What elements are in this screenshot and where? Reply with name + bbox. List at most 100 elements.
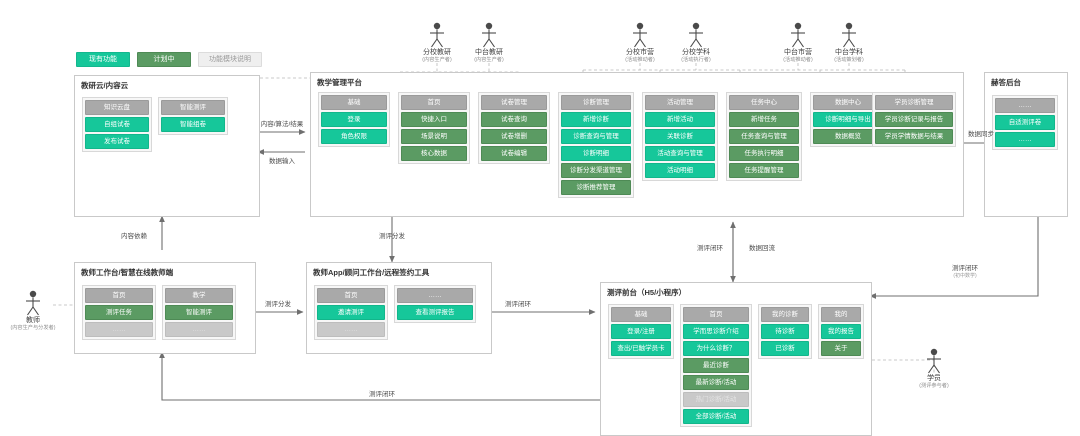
- module-group-activity-mgmt: 活动管理 新增活动 关联诊断 活动查询与管理 活动明细: [642, 92, 718, 181]
- module-item[interactable]: 关联诊断: [645, 129, 715, 144]
- module-item[interactable]: 关于: [821, 341, 861, 356]
- actor-icon: [842, 22, 856, 48]
- system-title: 教学管理平台: [317, 78, 362, 87]
- actor-icon: [633, 22, 647, 48]
- module-item[interactable]: 为什么诊断？: [683, 341, 749, 356]
- module-header: 学员诊断管理: [875, 95, 953, 110]
- module-group-task-center: 任务中心 新增任务 任务查询与管理 任务执行明细 任务提醒管理: [726, 92, 802, 181]
- module-item[interactable]: 试卷查询: [481, 112, 547, 127]
- module-item[interactable]: 任务查询与管理: [729, 129, 799, 144]
- module-item[interactable]: 最近诊断: [683, 358, 749, 373]
- module-item[interactable]: 活动查询与管理: [645, 146, 715, 161]
- module-item[interactable]: 邀请测评: [317, 305, 385, 320]
- actor-name: 学员: [927, 375, 941, 382]
- module-item[interactable]: 智能测评: [165, 305, 233, 320]
- module-item[interactable]: 学员学情数据与结果: [875, 129, 953, 144]
- actor-icon: [430, 22, 444, 48]
- module-header: 诊断管理: [561, 95, 631, 110]
- module-group-paper-mgmt: 试卷管理 试卷查询 试卷增删 试卷编辑: [478, 92, 550, 164]
- module-item[interactable]: 测评任务: [85, 305, 153, 320]
- module-header: 我的: [821, 307, 861, 322]
- module-group-app-home: 首页 邀请测评 ……: [314, 285, 388, 340]
- module-item[interactable]: 我的报告: [821, 324, 861, 339]
- module-group-front-my-diagnosis: 我的诊断 待诊断 已诊断: [758, 304, 812, 359]
- module-header: 活动管理: [645, 95, 715, 110]
- module-item[interactable]: 试卷编辑: [481, 146, 547, 161]
- module-item[interactable]: 任务提醒管理: [729, 163, 799, 178]
- module-item[interactable]: 登录: [321, 112, 387, 127]
- connector-label-content-dep: 内容依赖: [121, 233, 147, 240]
- legend-planned: 计划中: [137, 52, 191, 67]
- system-title: 赫答后台: [991, 78, 1021, 87]
- module-group-student-diagnosis: 学员诊断管理 学员诊断记录与报告 学员学情数据与结果: [872, 92, 956, 147]
- module-header: 首页: [317, 288, 385, 303]
- actor-name: 中台市营: [784, 49, 812, 56]
- actor-role: (内容生产者): [474, 57, 504, 63]
- module-item[interactable]: 发布试卷: [85, 134, 149, 149]
- module-group-home: 首页 快捷入口 场景说明 核心数据: [398, 92, 470, 164]
- connector-label-text: 测评闭环: [952, 265, 978, 272]
- actor-role: (内容生产与分发者): [10, 325, 56, 331]
- connector-label-loop-bottom: 测评闭环: [369, 391, 395, 398]
- module-item: ……: [165, 322, 233, 337]
- module-item[interactable]: 查出/已触学员卡: [611, 341, 671, 356]
- module-header: 首页: [401, 95, 467, 110]
- module-item[interactable]: 登录/注册: [611, 324, 671, 339]
- module-item[interactable]: 全部诊断/活动: [683, 409, 749, 424]
- connector-label-loop-vertical: 测评闭环: [697, 245, 723, 252]
- module-item[interactable]: 试卷增删: [481, 129, 547, 144]
- module-item[interactable]: 诊断明细与导出: [813, 112, 883, 127]
- module-item[interactable]: 智能组卷: [161, 117, 225, 132]
- actor-name: 中台学科: [835, 49, 863, 56]
- module-item[interactable]: 新增活动: [645, 112, 715, 127]
- actor-branch-research: 分校教研 (内容生产者): [402, 22, 472, 64]
- connector-label-data-sync: 数据同步: [968, 131, 994, 138]
- module-item[interactable]: 最新诊断/活动: [683, 375, 749, 390]
- module-item[interactable]: 新增任务: [729, 112, 799, 127]
- module-item[interactable]: 角色权限: [321, 129, 387, 144]
- actor-icon: [791, 22, 805, 48]
- module-item[interactable]: 诊断分发渠道管理: [561, 163, 631, 178]
- module-item[interactable]: 学而思诊断介绍: [683, 324, 749, 339]
- actor-name: 中台教研: [475, 49, 503, 56]
- module-item[interactable]: 任务执行明细: [729, 146, 799, 161]
- actor-icon: [26, 290, 40, 316]
- module-group-front-mine: 我的 我的报告 关于: [818, 304, 864, 359]
- module-group-app-report: …… 查看测评报告: [394, 285, 476, 323]
- module-item[interactable]: 自组试卷: [85, 117, 149, 132]
- legend-module-note: 功能模块说明: [198, 52, 262, 67]
- module-item[interactable]: 活动明细: [645, 163, 715, 178]
- module-group-workbench-teaching: 教学 智能测评 ……: [162, 285, 236, 340]
- connector-label-distribute-top: 测评分发: [379, 233, 405, 240]
- connector-label-data-backflow: 数据回流: [749, 245, 775, 252]
- module-item[interactable]: 诊断查询与管理: [561, 129, 631, 144]
- module-group-backstage: …… 自适测评卷 ……: [992, 95, 1058, 150]
- module-item[interactable]: 场景说明: [401, 129, 467, 144]
- module-item[interactable]: 自适测评卷: [995, 115, 1055, 130]
- module-item[interactable]: 诊断推荐管理: [561, 180, 631, 195]
- actor-role: (活动执行者): [681, 57, 711, 63]
- module-item: ……: [317, 322, 385, 337]
- module-item[interactable]: 新增诊断: [561, 112, 631, 127]
- module-item[interactable]: 核心数据: [401, 146, 467, 161]
- module-item[interactable]: 快捷入口: [401, 112, 467, 127]
- connector-label-sub: (初中数学): [953, 273, 977, 279]
- module-item[interactable]: ……: [995, 132, 1055, 147]
- actor-name: 分校教研: [423, 49, 451, 56]
- module-header: 教学: [165, 288, 233, 303]
- module-item[interactable]: 诊断明细: [561, 146, 631, 161]
- module-group-smart-assessment: 智能测评 智能组卷: [158, 97, 228, 135]
- module-item[interactable]: 已诊断: [761, 341, 809, 356]
- module-header: 试卷管理: [481, 95, 547, 110]
- module-item[interactable]: 查看测评报告: [397, 305, 473, 320]
- actor-mid-marketing: 中台市营 (活动推动者): [763, 22, 833, 64]
- connector-label-loop-mid: 测评闭环: [505, 301, 531, 308]
- actor-teacher: 教师 (内容生产与分发者): [0, 290, 68, 332]
- module-item[interactable]: 待诊断: [761, 324, 809, 339]
- module-item: ……: [85, 322, 153, 337]
- module-header: 智能测评: [161, 100, 225, 115]
- module-item[interactable]: 学员诊断记录与报告: [875, 112, 953, 127]
- module-group-workbench-home: 首页 测评任务 ……: [82, 285, 156, 340]
- module-group-knowledge-cloud: 知识云盘 自组试卷 发布试卷: [82, 97, 152, 152]
